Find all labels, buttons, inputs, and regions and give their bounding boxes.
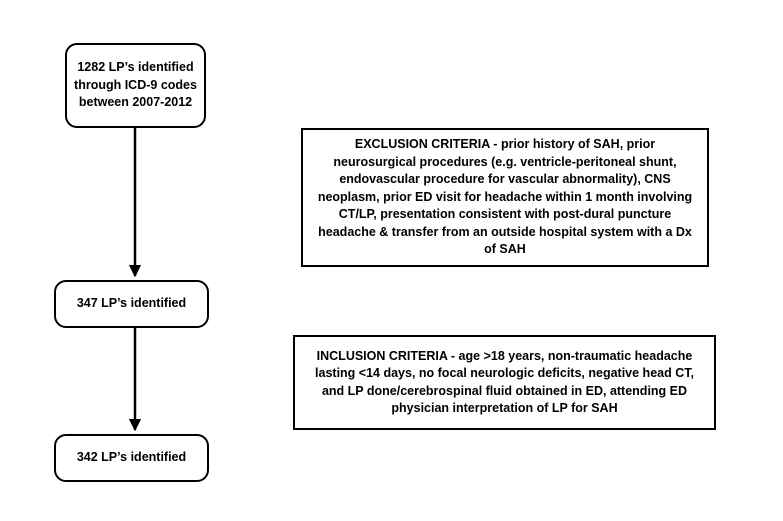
flow-box-initial-lps: 1282 LP’s identified through ICD-9 codes… <box>65 43 206 128</box>
flow-box-line: through ICD-9 codes <box>74 77 197 92</box>
flow-box-line: between 2007-2012 <box>78 95 193 110</box>
flow-box-after-exclusion: 347 LP’s identified <box>54 280 209 328</box>
inclusion-criteria-box: INCLUSION CRITERIA - age >18 years, non-… <box>293 335 716 430</box>
flow-box-line: 1282 LP’s identified <box>77 60 194 75</box>
inclusion-criteria-text: INCLUSION CRITERIA - age >18 years, non-… <box>315 348 694 416</box>
flow-box-after-inclusion: 342 LP’s identified <box>54 434 209 482</box>
flow-box-label: 342 LP’s identified <box>76 450 187 465</box>
flow-box-label: 347 LP’s identified <box>76 296 187 311</box>
exclusion-criteria-box: EXCLUSION CRITERIA - prior history of SA… <box>301 128 709 267</box>
exclusion-criteria-text: EXCLUSION CRITERIA - prior history of SA… <box>317 137 693 257</box>
